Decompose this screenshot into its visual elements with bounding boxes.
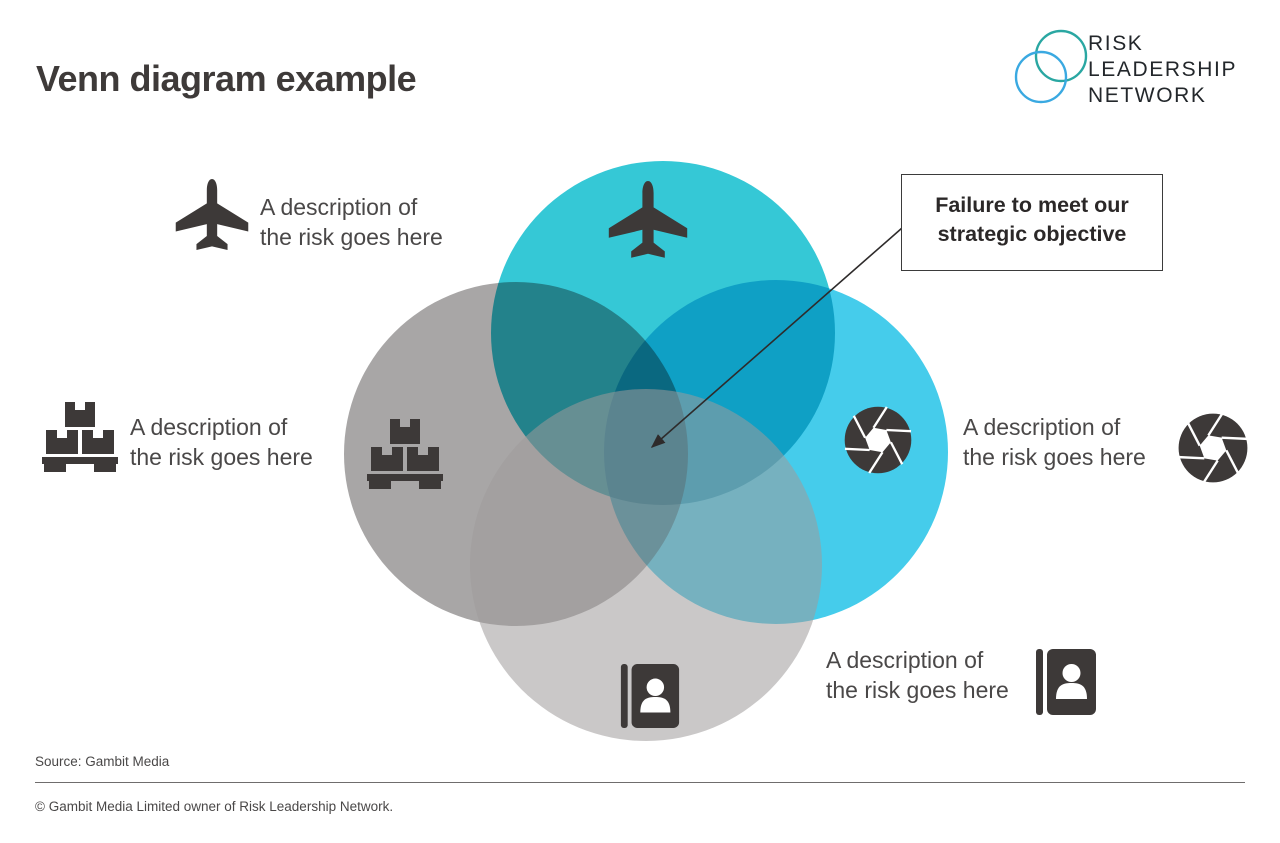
risk-label-pallet-line-2: the risk goes here xyxy=(130,444,313,470)
rln-logo-mark xyxy=(1014,29,1088,104)
aperture-icon xyxy=(1177,412,1249,484)
risk-label-plane-line-2: the risk goes here xyxy=(260,224,443,250)
risk-label-contacts: A description of the risk goes here xyxy=(826,645,1009,705)
risk-label-plane: A description of the risk goes here xyxy=(260,192,443,252)
rln-logo-line-2: LEADERSHIP xyxy=(1088,58,1238,81)
risk-label-contacts-line-2: the risk goes here xyxy=(826,677,1009,703)
logo-teal-circle-icon xyxy=(1034,29,1088,83)
risk-label-aperture-line-1: A description of xyxy=(963,414,1121,440)
source-text: Source: Gambit Media xyxy=(35,754,170,769)
callout-arrow-line xyxy=(650,227,903,448)
risk-label-pallet: A description of the risk goes here xyxy=(130,412,313,472)
logo-blue-circle-icon xyxy=(1014,50,1068,104)
risk-label-aperture: A description of the risk goes here xyxy=(963,412,1146,472)
page-title: Venn diagram example xyxy=(36,58,417,99)
callout-line-1: Failure to meet our xyxy=(935,193,1129,217)
rln-logo-line-3: NETWORK xyxy=(1088,84,1207,107)
footer-divider xyxy=(35,782,1245,783)
venn-circle-bottom xyxy=(470,389,822,741)
rln-logo-text: RISK LEADERSHIP NETWORK xyxy=(1088,31,1237,109)
risk-label-aperture-line-2: the risk goes here xyxy=(963,444,1146,470)
copyright-text: © Gambit Media Limited owner of Risk Lea… xyxy=(35,799,394,814)
callout-box: Failure to meet our strategic objective xyxy=(901,174,1163,271)
callout-line-2: strategic objective xyxy=(937,222,1127,246)
aperture-icon xyxy=(843,405,913,475)
risk-label-plane-line-1: A description of xyxy=(260,194,418,220)
risk-label-pallet-line-1: A description of xyxy=(130,414,288,440)
risk-label-contacts-line-1: A description of xyxy=(826,647,984,673)
rln-logo-line-1: RISK xyxy=(1088,32,1144,55)
